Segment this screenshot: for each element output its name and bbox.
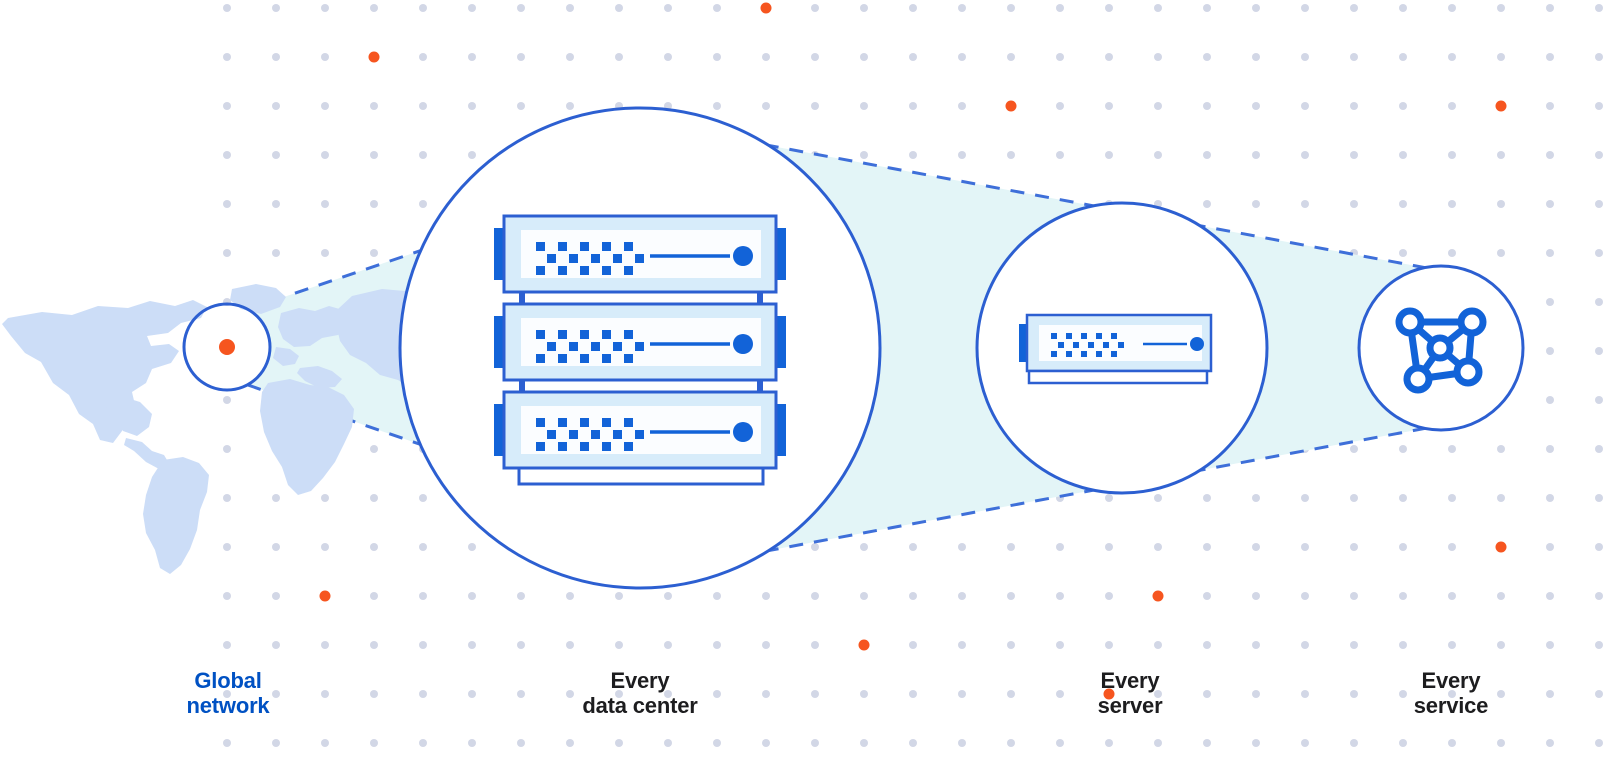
rack-leds-3 [536,418,644,451]
rack-leds-2 [536,330,644,363]
stage-label-every-data-center: Every data center [582,668,698,718]
single-server-icon [1019,313,1213,385]
rack-unit-1 [494,214,786,294]
stage-label-every-service: Every service [1413,668,1489,718]
stage-label-global-network: Global network [186,668,270,718]
server-leds [1051,333,1124,357]
rack-unit-2 [494,302,786,382]
rack-leds-1 [536,242,644,275]
global-network-circle [182,302,272,392]
server-rack-icon [494,214,786,486]
rack-unit-3 [494,390,786,470]
service-network-graph-icon [1395,307,1487,394]
global-network-marker-dot [219,339,235,355]
stage-label-every-server: Every server [1097,668,1163,718]
